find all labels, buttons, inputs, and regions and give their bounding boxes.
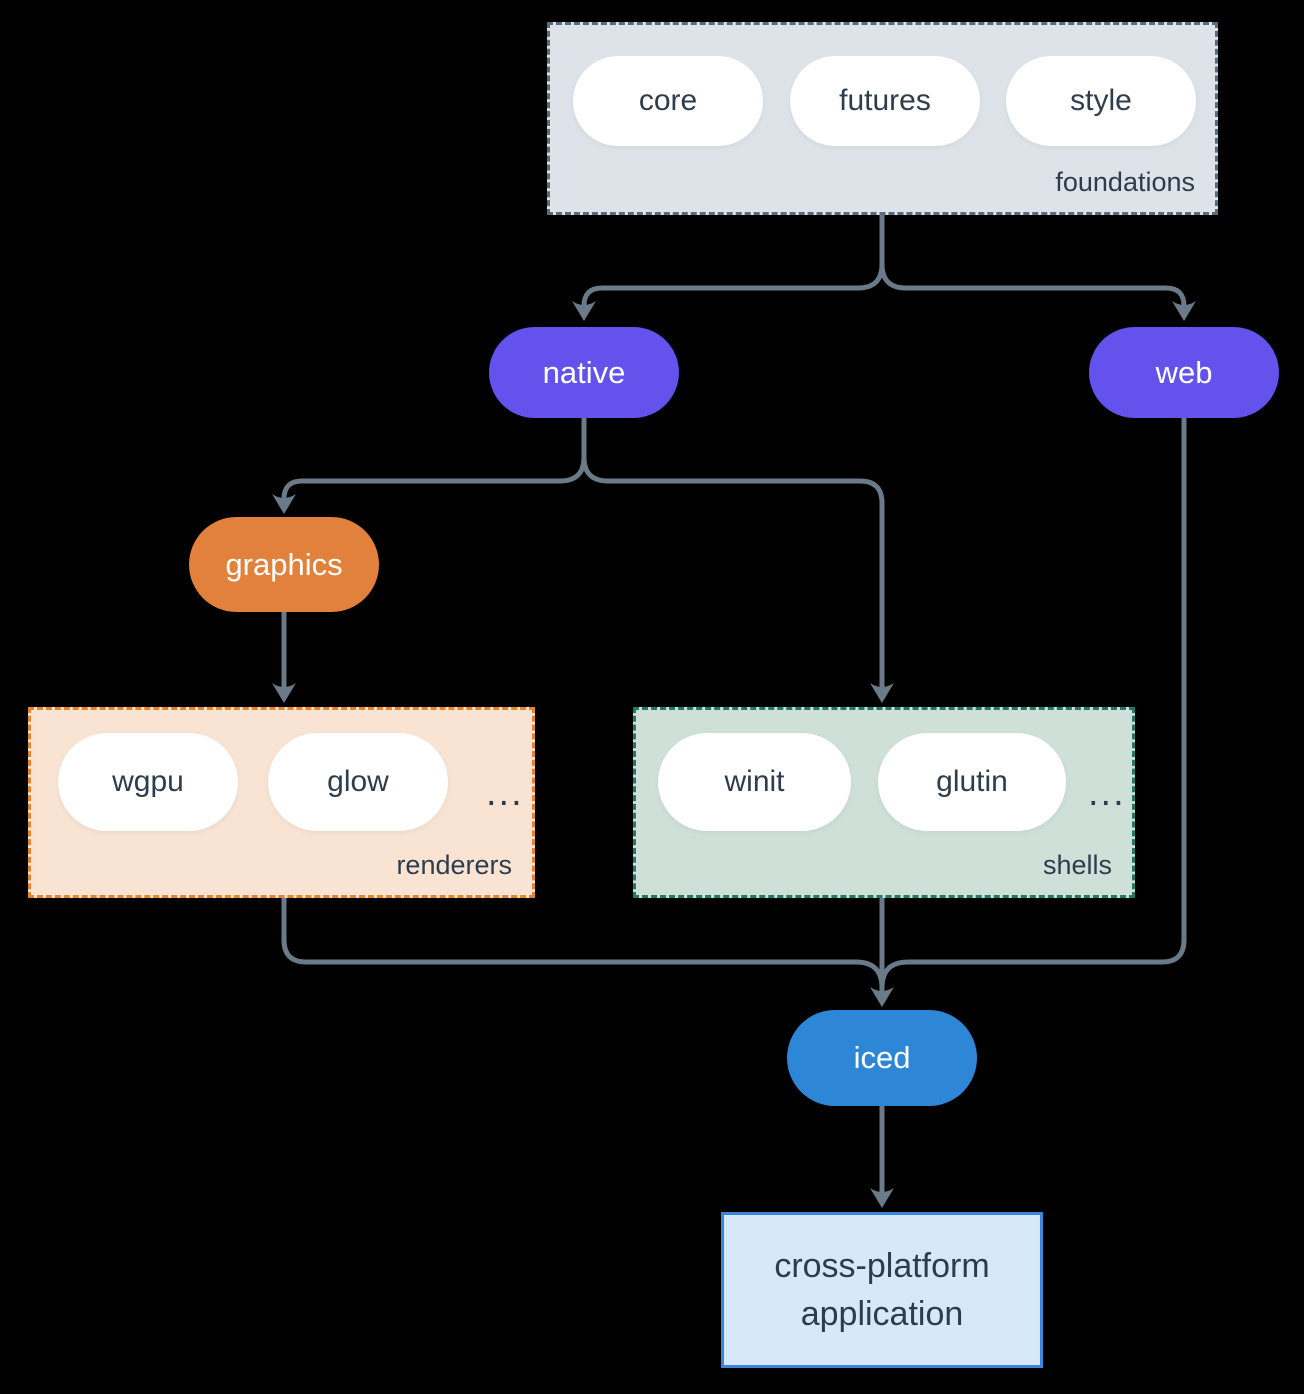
- node-iced-label: iced: [853, 1040, 911, 1075]
- node-native-label: native: [542, 354, 626, 390]
- pill-wgpu: wgpu: [58, 733, 238, 831]
- pill-style: style: [1006, 56, 1196, 146]
- application-line2: application: [800, 1295, 964, 1333]
- pill-winit: winit: [658, 733, 851, 831]
- cross-platform-application-box: cross-platform application: [721, 1212, 1043, 1368]
- node-web-label: web: [1155, 354, 1213, 390]
- pill-glutin-label: glutin: [936, 765, 1008, 798]
- node-web: web: [1089, 327, 1279, 418]
- group-renderers: wgpu glow ... renderers: [28, 707, 535, 898]
- pill-glutin: glutin: [878, 733, 1066, 831]
- pill-futures-label: futures: [839, 84, 931, 117]
- group-shells: winit glutin ... shells: [633, 707, 1135, 898]
- group-label-foundations: foundations: [1055, 167, 1195, 197]
- renderers-ellipsis: ...: [486, 772, 524, 814]
- pill-futures: futures: [790, 56, 980, 146]
- pill-wgpu-label: wgpu: [112, 765, 184, 798]
- group-foundations: core futures style foundations: [547, 22, 1218, 215]
- node-native: native: [489, 327, 679, 418]
- node-graphics: graphics: [189, 517, 379, 612]
- group-label-shells: shells: [1042, 850, 1112, 880]
- pill-glow: glow: [268, 733, 448, 831]
- node-iced: iced: [787, 1010, 977, 1106]
- application-line1: cross-platform: [774, 1247, 990, 1285]
- node-graphics-label: graphics: [225, 546, 343, 582]
- group-label-renderers: renderers: [396, 850, 512, 880]
- shells-ellipsis: ...: [1088, 772, 1126, 814]
- pill-core-label: core: [638, 84, 698, 117]
- pill-core: core: [573, 56, 763, 146]
- pill-winit-label: winit: [724, 765, 785, 798]
- pill-style-label: style: [1070, 84, 1132, 117]
- pill-glow-label: glow: [327, 765, 389, 798]
